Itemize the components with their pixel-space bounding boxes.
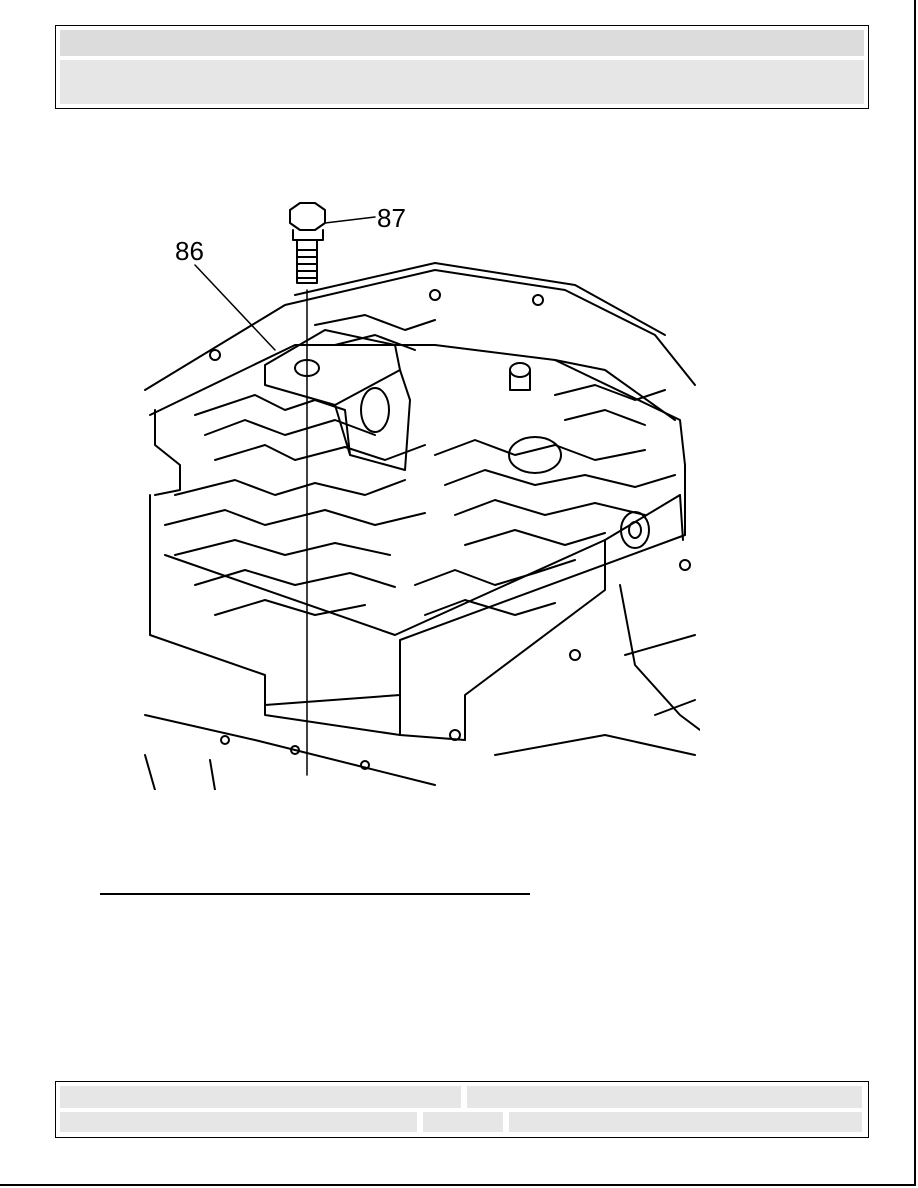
footer-cell-left-top (59, 1085, 462, 1109)
bolt-87-shank (296, 239, 318, 284)
section-underline (100, 893, 530, 895)
bolt-87-head (289, 202, 326, 231)
footer-cell-mid-bottom (422, 1111, 504, 1133)
valve-body-drawing: 87 86 (144, 202, 700, 790)
footer-cell-right-top (466, 1085, 863, 1109)
page-header (55, 25, 869, 109)
bracket-86 (264, 329, 401, 406)
valve-body-top (149, 344, 686, 536)
header-info-row (59, 59, 865, 105)
footer-cell-left-bottom (59, 1111, 418, 1133)
page-footer (55, 1081, 869, 1138)
callout-87: 87 (377, 203, 406, 233)
footer-cell-right-bottom (508, 1111, 863, 1133)
callout-86: 86 (175, 236, 204, 266)
case-outline (144, 269, 696, 391)
valve-body-illustration: 87 86 (135, 195, 700, 790)
header-title-bar (59, 29, 865, 57)
